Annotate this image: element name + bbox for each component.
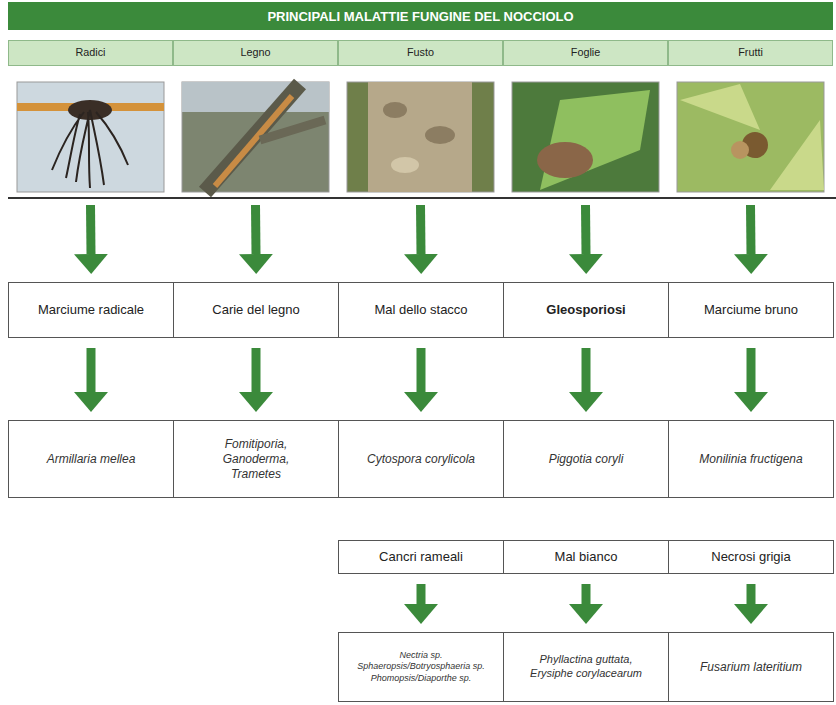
photo-detail xyxy=(383,102,407,118)
photo-detail xyxy=(182,82,329,112)
flow-arrow xyxy=(582,348,591,392)
flow-arrow xyxy=(582,584,591,604)
column-header: Legno xyxy=(173,40,338,195)
photo-detail xyxy=(537,142,593,178)
node-label: Monilinia fructigena xyxy=(699,452,802,467)
flow-arrow xyxy=(87,348,96,392)
node-label: Cancri rameali xyxy=(379,549,463,565)
photo-detail xyxy=(368,82,472,192)
node-label: Piggotia coryli xyxy=(549,452,624,467)
node-label: Gleosporiosi xyxy=(546,302,625,318)
flow-arrow xyxy=(746,205,756,254)
node-label: Radici xyxy=(8,40,173,66)
photo-wood xyxy=(182,82,329,192)
photo-leaves xyxy=(512,82,659,192)
disease-box: Gleosporiosi xyxy=(503,282,669,338)
pathogen-box: Cytospora corylicola xyxy=(338,420,504,498)
flow-arrow xyxy=(417,584,426,604)
pathogen-box: Monilinia fructigena xyxy=(668,420,834,498)
photo-detail xyxy=(731,141,749,159)
node-label: Marciume radicale xyxy=(38,302,144,318)
node-label: Fomitiporia, Ganoderma, Trametes xyxy=(206,437,306,482)
column-header: Radici xyxy=(8,40,173,195)
flow-arrow xyxy=(86,205,96,254)
flow-arrow xyxy=(416,205,426,254)
flow-arrow xyxy=(747,348,756,392)
flow-arrow xyxy=(251,205,261,254)
node-label: Fusarium lateritium xyxy=(700,660,802,675)
node-label: Legno xyxy=(173,40,338,66)
photo-detail xyxy=(391,157,419,173)
disease-box: Mal bianco xyxy=(503,540,669,574)
pathogen-box: Fusarium lateritium xyxy=(668,632,834,702)
disease-box: Marciume bruno xyxy=(668,282,834,338)
photo-detail xyxy=(680,84,824,190)
photo-detail xyxy=(205,84,300,192)
pathogen-box: Nectria sp.Sphaeropsis/Botryosphaeria sp… xyxy=(338,632,504,702)
pathogen-box: Armillaria mellea xyxy=(8,420,174,498)
pathogen-box: Piggotia coryli xyxy=(503,420,669,498)
flow-arrow xyxy=(417,348,426,392)
node-label: Mal dello stacco xyxy=(374,302,467,318)
node-label: Frutti xyxy=(668,40,833,66)
photo-detail xyxy=(260,120,325,140)
diagram-title: PRINCIPALI MALATTIE FUNGINE DEL NOCCIOLO xyxy=(8,2,833,30)
node-label: Marciume bruno xyxy=(704,302,798,318)
column-header: Frutti xyxy=(668,40,833,195)
disease-box: Marciume radicale xyxy=(8,282,174,338)
pathogen-box: Phyllactina guttata, Erysiphe corylacear… xyxy=(503,632,669,702)
node-label: Necrosi grigia xyxy=(711,549,790,565)
node-label: Cytospora corylicola xyxy=(367,452,475,467)
node-label: Phomopsis/Diaporthe sp. xyxy=(371,673,472,684)
node-label: Phyllactina guttata, Erysiphe corylacear… xyxy=(519,653,654,681)
photo-detail xyxy=(425,126,455,144)
disease-box: Necrosi grigia xyxy=(668,540,834,574)
column-header: Foglie xyxy=(503,40,668,195)
photo-fruits xyxy=(677,82,824,192)
column-header: Fusto xyxy=(338,40,503,195)
node-label: Sphaeropsis/Botryosphaeria sp. xyxy=(357,661,485,672)
flow-arrow xyxy=(252,348,261,392)
node-label: Carie del legno xyxy=(212,302,299,318)
photo-stem xyxy=(347,82,494,192)
node-label: Armillaria mellea xyxy=(47,452,136,467)
disease-box: Carie del legno xyxy=(173,282,339,338)
node-label: Nectria sp. xyxy=(399,650,442,661)
pathogen-box: Fomitiporia, Ganoderma, Trametes xyxy=(173,420,339,498)
photo-detail xyxy=(215,96,292,186)
photo-detail xyxy=(52,110,128,188)
photo-roots xyxy=(17,82,164,192)
node-label: Foglie xyxy=(503,40,668,66)
flow-arrow xyxy=(581,205,591,254)
disease-box: Cancri rameali xyxy=(338,540,504,574)
separator-line xyxy=(8,197,836,199)
flow-arrow xyxy=(747,584,756,604)
node-label: Mal bianco xyxy=(555,549,618,565)
node-label: Fusto xyxy=(338,40,503,66)
disease-box: Mal dello stacco xyxy=(338,282,504,338)
